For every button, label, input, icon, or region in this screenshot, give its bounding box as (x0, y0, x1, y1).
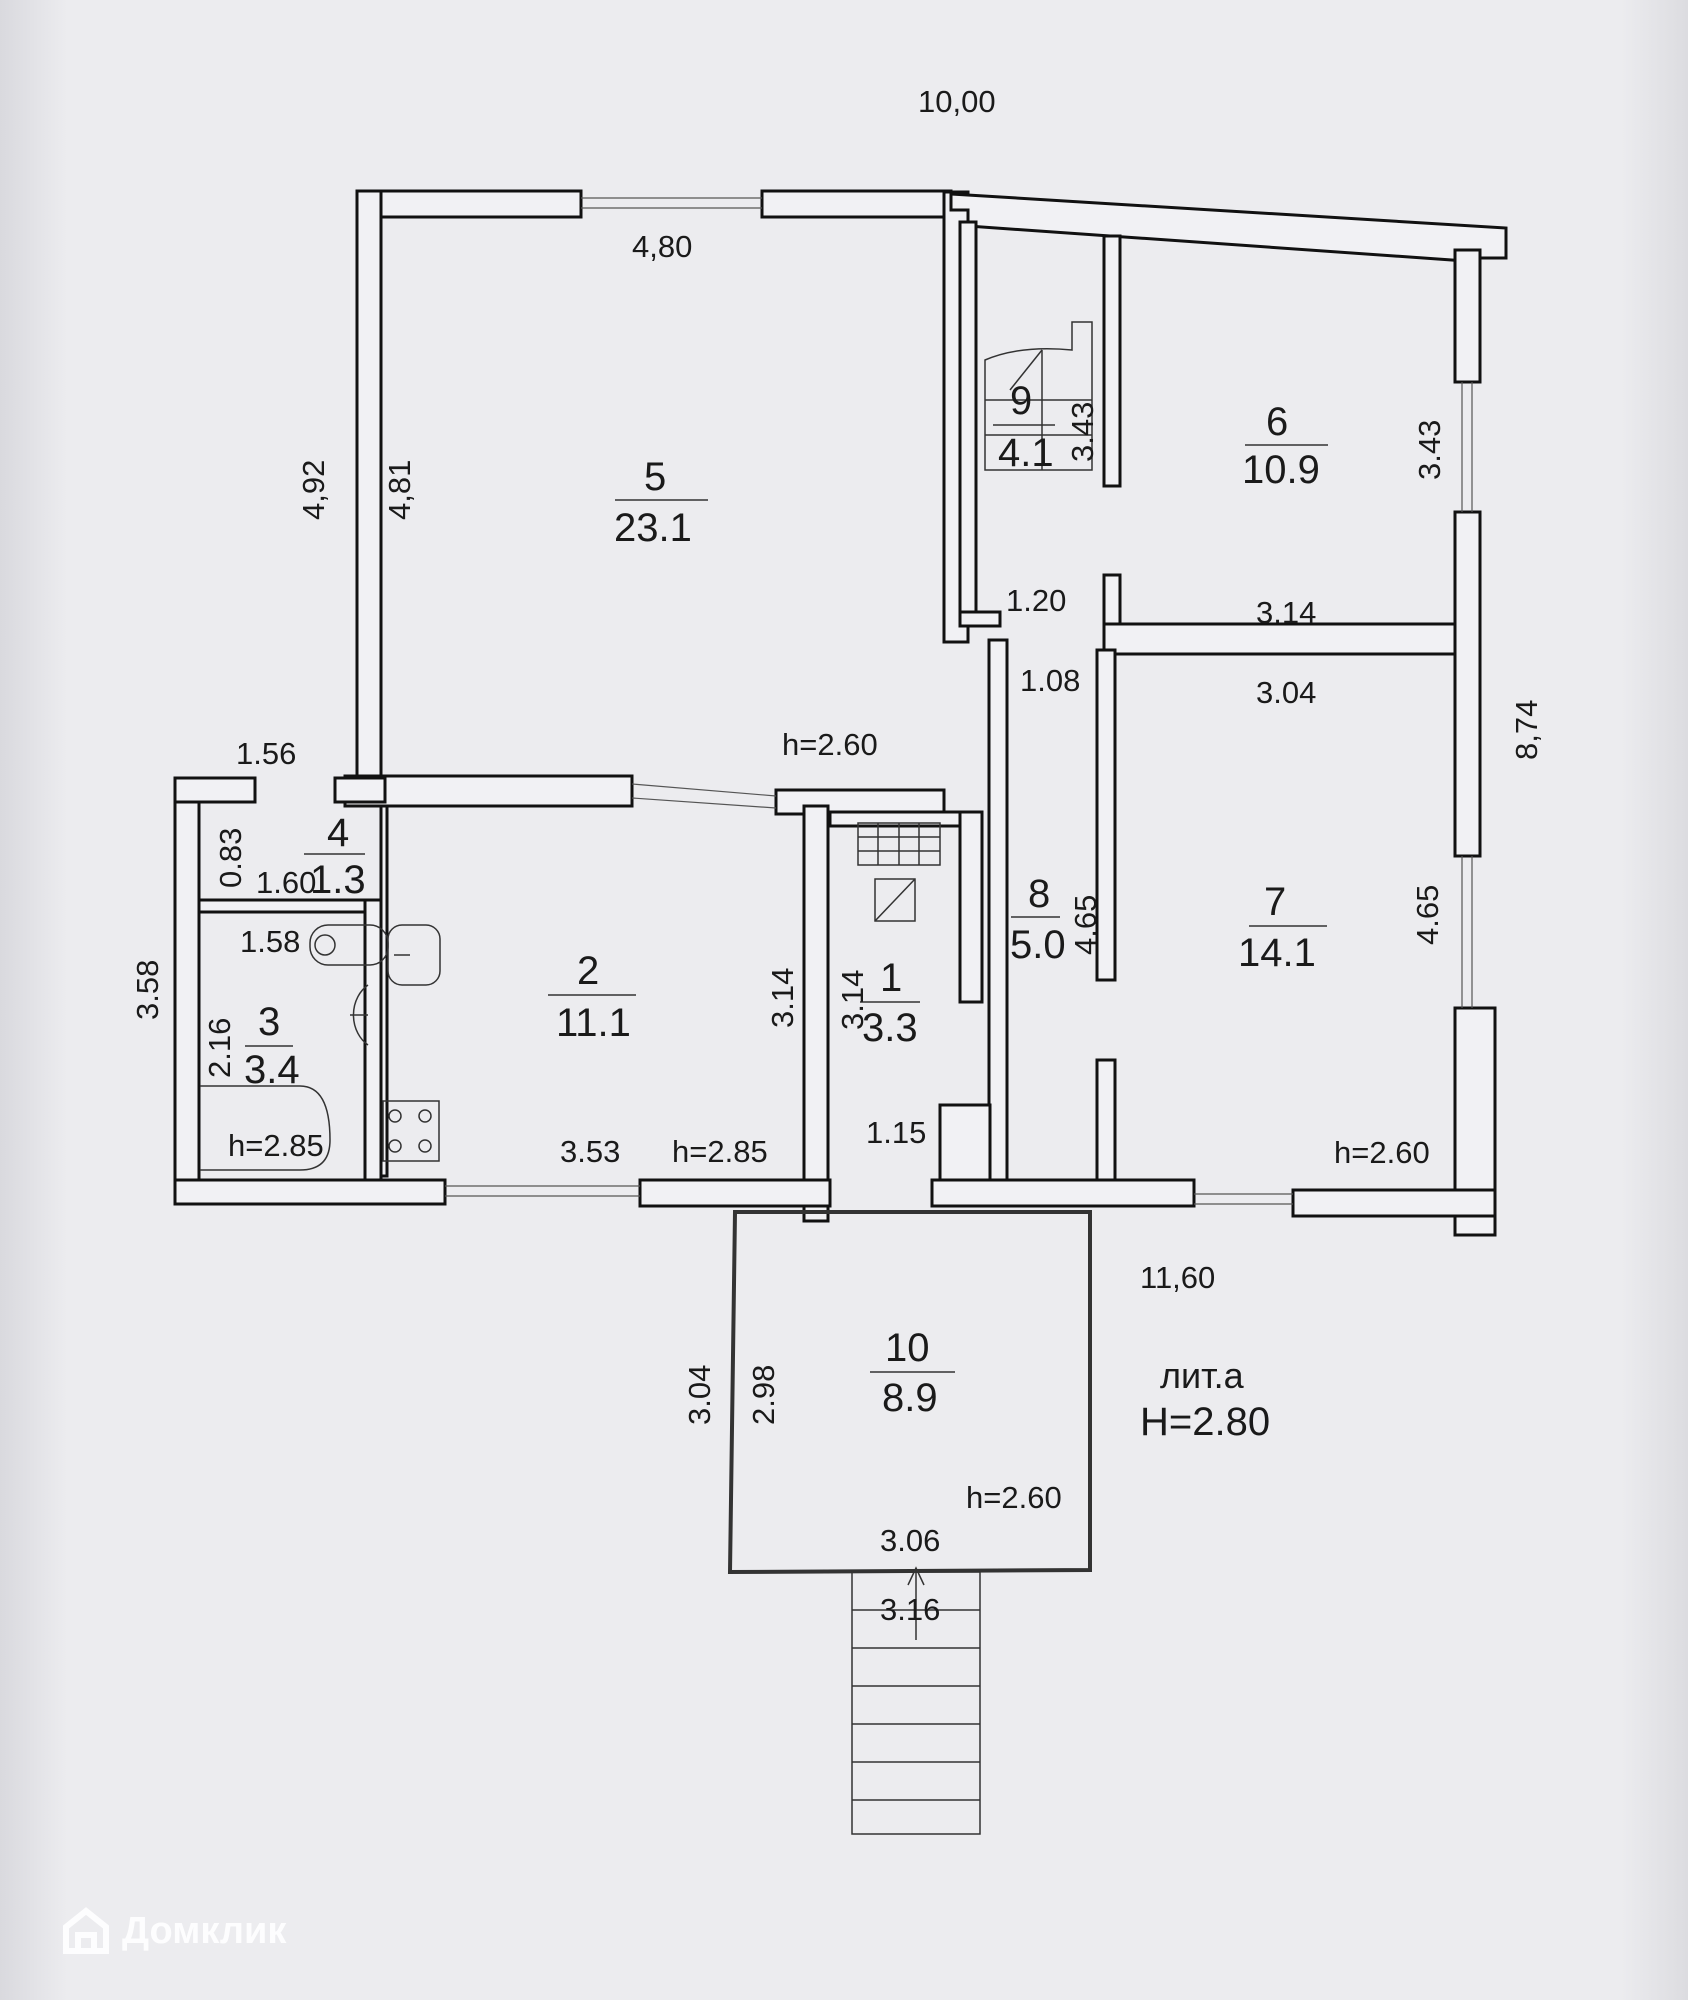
room-4-dim: 1.56 (236, 736, 296, 771)
room-7-area: 14.1 (1238, 931, 1316, 975)
room-3-area: 3.4 (244, 1048, 300, 1092)
watermark: Домклик (60, 1905, 286, 1957)
room-3-dim: 1.58 (240, 924, 300, 959)
room-10-outline (727, 1210, 1092, 1575)
room-7-dim: 3.04 (1256, 675, 1316, 710)
bathroom-fixtures (200, 924, 389, 1171)
left-block-depth: 3.58 (130, 960, 165, 1020)
room-7-number: 7 (1264, 880, 1286, 924)
room-10-number: 10 (885, 1326, 930, 1370)
annex-label: лит.а (1160, 1355, 1245, 1396)
kitchen-fixtures (382, 822, 941, 1162)
room-8-dim: 1.08 (1020, 663, 1080, 698)
room-7-height: h=2.60 (1334, 1135, 1430, 1170)
room-6-dim: 3.43 (1412, 420, 1447, 480)
room-6-number: 6 (1266, 400, 1288, 444)
room-5-number: 5 (644, 455, 666, 499)
room-7-dim: 4.65 (1410, 885, 1445, 945)
room-2-number: 2 (577, 949, 599, 993)
room-6-area: 10.9 (1242, 448, 1320, 492)
room-5-area: 23.1 (614, 506, 692, 550)
room-2-dim: 3.14 (765, 968, 800, 1028)
plan-labels: 10,00 11,60 8,74 3.58 5 23.1 4,80 4,81 4… (130, 84, 1544, 1627)
room-8-number: 8 (1028, 872, 1050, 916)
room-5-height: h=2.60 (782, 727, 878, 762)
room-2-dim: 3.53 (560, 1134, 620, 1169)
room-3-height: h=2.85 (228, 1128, 324, 1163)
room-10-dim: 2.98 (746, 1365, 781, 1425)
home-logo-icon (63, 1907, 109, 1954)
room-2-area: 11.1 (556, 1001, 631, 1045)
watermark-text: Домклик (122, 1909, 287, 1952)
room-4-dim: 0.83 (213, 828, 248, 888)
room-1-area: 3.3 (862, 1006, 918, 1050)
overall-width-top: 10,00 (918, 84, 996, 119)
room-4-dim: 1.60 (256, 865, 316, 900)
room-10-dim: 3.04 (682, 1365, 717, 1425)
room-5-dim: 4,92 (296, 460, 331, 520)
room-8-area: 5.0 (1010, 923, 1066, 967)
room-1-dim: 1.15 (866, 1115, 926, 1150)
room-10-dim: 3.16 (880, 1592, 940, 1627)
room-5-dim: 4,80 (632, 229, 692, 264)
room-10-height: h=2.60 (966, 1480, 1062, 1515)
room-4-area: 1.3 (310, 858, 366, 902)
area-fraction-lines (245, 424, 1328, 1373)
room-3-number: 3 (258, 1000, 280, 1044)
room-10-area: 8.9 (882, 1376, 938, 1420)
room-1-dim: 3.14 (835, 970, 870, 1030)
room-2-height: h=2.85 (672, 1134, 768, 1169)
walls (173, 189, 1508, 1237)
room-4-number: 4 (327, 811, 349, 855)
room-3-dim: 2.16 (202, 1018, 237, 1078)
entrance-stairs (851, 1566, 981, 1835)
overall-depth-right: 8,74 (1509, 700, 1544, 760)
room-5-dim: 4,81 (382, 460, 417, 520)
room-6-dim: 3.14 (1256, 595, 1316, 630)
room-10-dim: 3.06 (880, 1523, 940, 1558)
room-9-number: 9 (1010, 379, 1032, 423)
annex-height: H=2.80 (1140, 1400, 1270, 1444)
room-9-dim: 1.20 (1006, 583, 1066, 618)
interior-stairs (984, 321, 1093, 471)
overall-width-bottom: 11,60 (1140, 1260, 1215, 1295)
room-8-dim: 4.65 (1068, 895, 1103, 955)
room-1-number: 1 (880, 956, 902, 1000)
room-9-dim: 3.43 (1065, 402, 1100, 462)
room-9-area: 4.1 (998, 431, 1054, 475)
